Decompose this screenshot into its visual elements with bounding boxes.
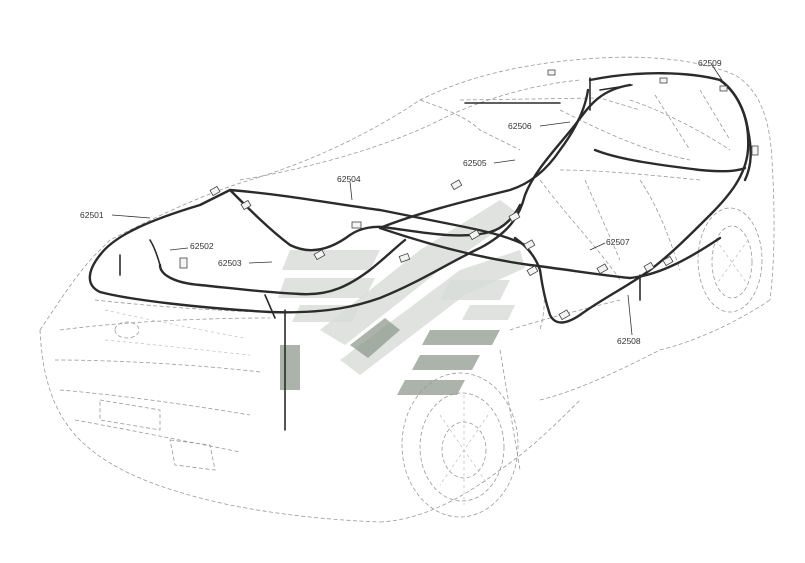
harness-62506-floor xyxy=(593,148,747,173)
harness-62503 xyxy=(158,238,407,296)
harness-dash-loop xyxy=(98,188,527,257)
label-62505: 62505 xyxy=(463,158,487,168)
harness-62505 xyxy=(378,88,590,230)
label-62503: 62503 xyxy=(218,258,242,268)
label-62506: 62506 xyxy=(508,121,532,131)
connector-clips xyxy=(179,69,759,321)
label-62504: 62504 xyxy=(337,174,361,184)
harness-62502 xyxy=(149,239,161,266)
label-62501: 62501 xyxy=(80,210,104,220)
label-62508: 62508 xyxy=(617,336,641,346)
watermark-logo xyxy=(278,200,525,395)
wiring-harness-lines xyxy=(88,72,752,431)
harness-62508 xyxy=(513,72,750,324)
harness-62509-rear xyxy=(718,78,752,182)
rear-wheel xyxy=(697,207,763,313)
harness-main-loop xyxy=(88,83,632,314)
label-62502: 62502 xyxy=(190,241,214,251)
label-62509: 62509 xyxy=(698,58,722,68)
car-body-outline xyxy=(39,56,775,523)
harness-62507 xyxy=(378,226,722,280)
leader-lines xyxy=(111,64,723,336)
label-62507: 62507 xyxy=(606,237,630,247)
front-wheel xyxy=(401,372,519,518)
part-labels: 62501 62502 62503 62504 62505 62506 6250… xyxy=(80,58,722,346)
harness-62504 xyxy=(228,188,522,252)
